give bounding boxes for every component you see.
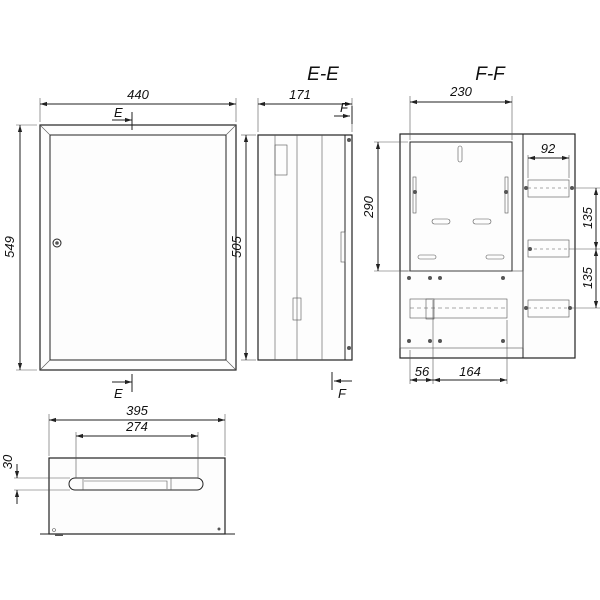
section-mark-f-bottom: F [338,386,347,401]
dim-bottom-width: 395 [126,403,148,418]
dim-rail-width: 92 [541,141,556,156]
dim-slot-width: 274 [125,419,148,434]
section-e-title: E-E [307,64,339,85]
dim-panel-height: 290 [361,195,376,218]
front-view: 440 549 E E [2,87,237,401]
section-mark-f-top: F [340,100,349,115]
dim-rail-length: 164 [459,364,481,379]
dim-section-height: 505 [229,235,244,257]
bottom-view: 395 274 30 [0,403,235,536]
dim-depth: 171 [289,87,311,102]
dim-width: 440 [127,87,149,102]
lock-icon [52,238,62,248]
dim-slot-height: 30 [0,454,15,469]
dim-panel-width: 230 [449,84,472,99]
section-mark-e-top: E [114,105,123,120]
dim-rail-pitch-2: 135 [580,266,595,288]
dim-rail-pitch-1: 135 [580,206,595,228]
section-f-title: F-F [475,64,506,85]
dim-offset-left: 56 [415,364,430,379]
section-f-view: F-F 230 290 92 135 135 56 164 [361,64,600,384]
section-mark-e-bottom: E [114,386,123,401]
section-e-view: E-E 171 505 F F [229,64,353,401]
dim-height: 549 [2,236,17,258]
